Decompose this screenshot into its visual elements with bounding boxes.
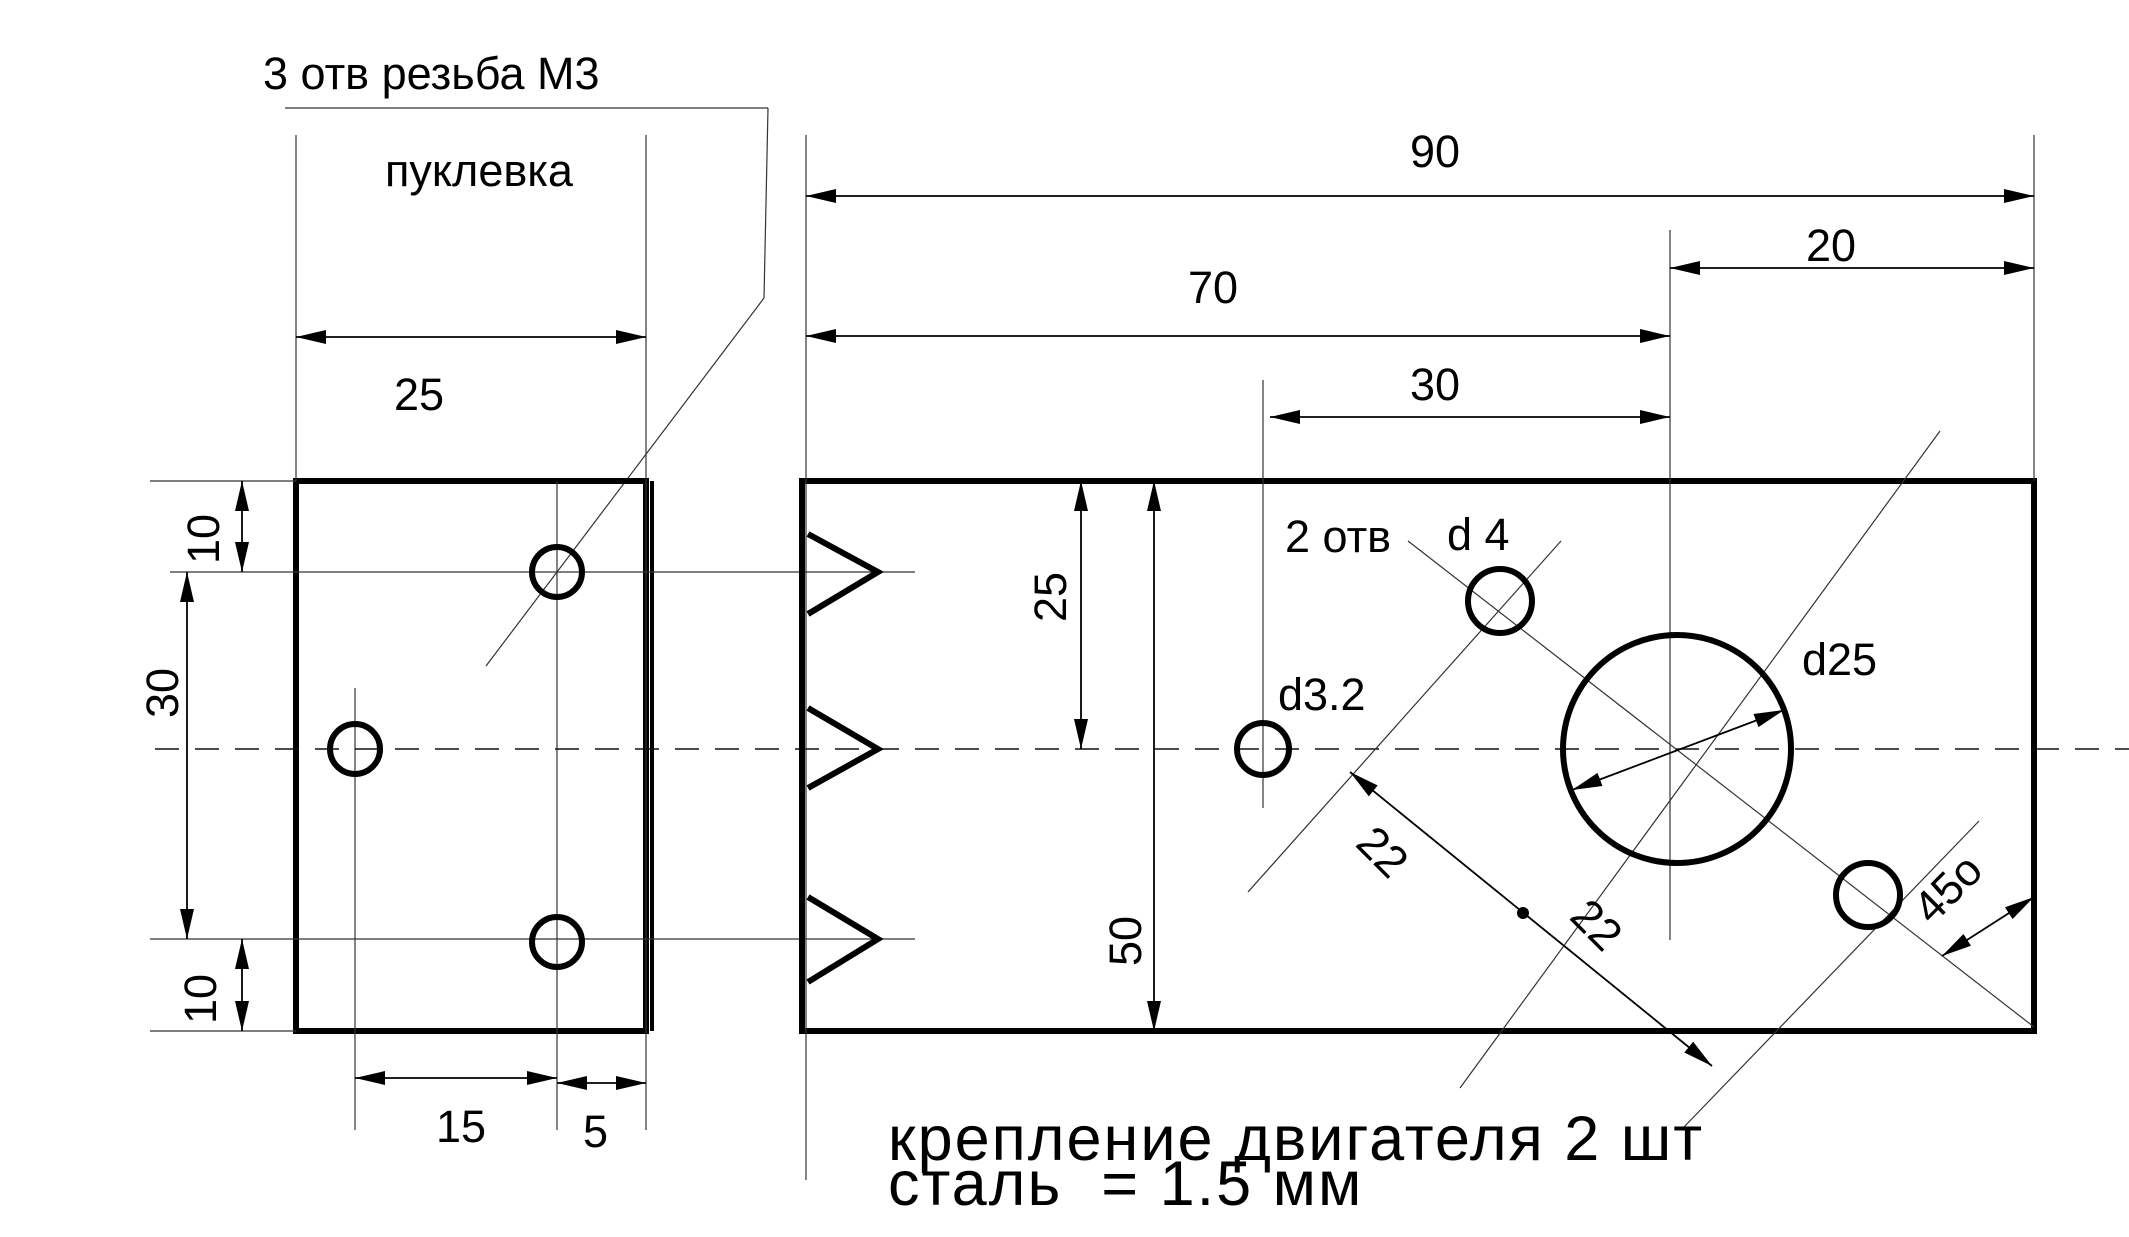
dim-20: 20 bbox=[1806, 220, 1856, 271]
angle-45-label: 45o bbox=[1903, 844, 1992, 933]
hole-d4-label: d 4 bbox=[1447, 509, 1510, 560]
dim-side-5: 5 bbox=[583, 1106, 608, 1157]
dim-90: 90 bbox=[1410, 126, 1460, 177]
dim-22-first: 22 bbox=[1347, 816, 1418, 887]
hole-d4-top bbox=[1465, 566, 1535, 636]
dim-side-width: 25 bbox=[394, 369, 444, 420]
punch-triangle-bottom bbox=[806, 894, 884, 985]
main-view-outline bbox=[799, 478, 2037, 1034]
dim-side-bottom: 10 bbox=[175, 974, 226, 1024]
two-holes-note: 2 отв bbox=[1285, 511, 1391, 562]
caption-title: крепление двигателя 2 шт bbox=[888, 1104, 1704, 1174]
caption-material: сталь = 1.5 мм bbox=[888, 1149, 1363, 1219]
side-view bbox=[150, 135, 915, 1130]
thread-holes-note: 3 отв резьба М3 bbox=[263, 48, 600, 99]
dim-side-mid: 30 bbox=[137, 668, 188, 718]
dim-70: 70 bbox=[1188, 262, 1238, 313]
dim-line-22-diagonal bbox=[1349, 771, 1713, 1067]
punch-triangle-top bbox=[806, 531, 885, 617]
dim-side-top: 10 bbox=[178, 514, 229, 564]
main-view bbox=[799, 135, 2037, 1180]
dim-line-d25 bbox=[1571, 709, 1785, 791]
punch-note: пуклевка bbox=[385, 145, 574, 196]
dim-side-15: 15 bbox=[436, 1101, 486, 1152]
hole-d4-bottom bbox=[1833, 860, 1903, 930]
dim-line-45-angle bbox=[1941, 896, 2035, 957]
dim-22-second: 22 bbox=[1561, 889, 1632, 960]
side-hole-top bbox=[529, 544, 585, 600]
dim-50-vertical: 50 bbox=[1100, 916, 1151, 966]
dim-25-vertical: 25 bbox=[1025, 572, 1076, 622]
hole-d25-label: d25 bbox=[1802, 634, 1877, 685]
dim-30: 30 bbox=[1410, 359, 1460, 410]
hole-d3-2 bbox=[1234, 720, 1292, 778]
punch-triangle-middle bbox=[806, 705, 885, 791]
side-view-outline bbox=[293, 478, 649, 1034]
hole-d3-2-label: d3.2 bbox=[1278, 669, 1366, 720]
side-hole-bottom bbox=[529, 914, 585, 970]
